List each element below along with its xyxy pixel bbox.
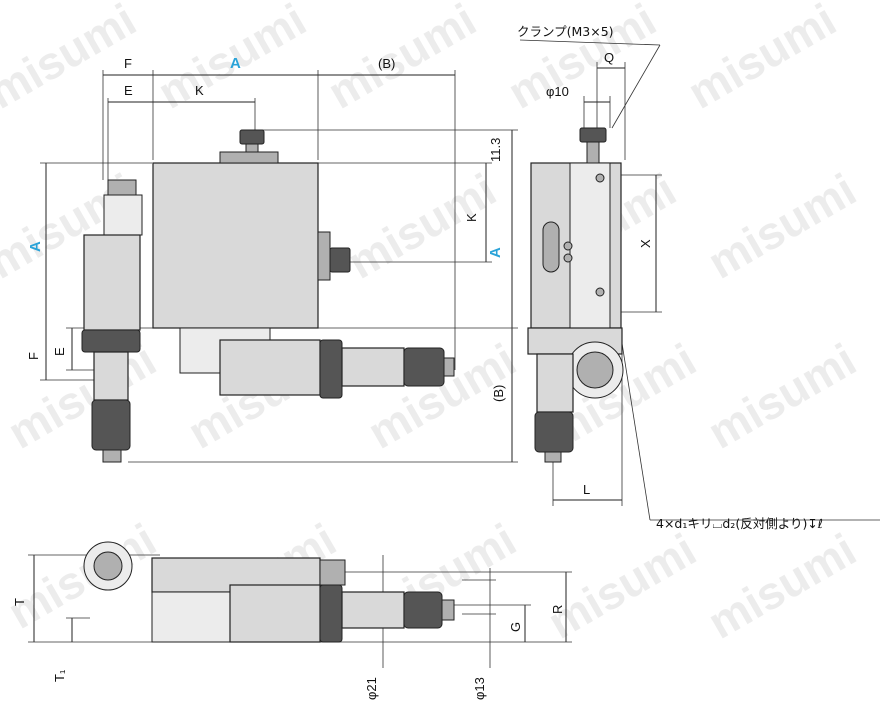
bottom-view xyxy=(28,541,572,668)
dim-label-a-left: A xyxy=(27,241,44,252)
watermark-text: misumi xyxy=(699,333,864,459)
dim-label-f-left: F xyxy=(26,352,41,360)
dim-label-a-right: A xyxy=(487,247,504,258)
dim-label-a-top: A xyxy=(230,55,241,72)
dim-label-phi21: φ21 xyxy=(364,677,379,700)
dim-label-g: G xyxy=(508,622,523,632)
hole-note-label: 4×d₁キリ⌴d₂(反対側より)↧ℓ xyxy=(656,516,823,531)
dim-label-f-top: F xyxy=(124,56,132,71)
dim-label-r: R xyxy=(550,605,565,614)
dim-label-t1: T₁ xyxy=(52,669,67,682)
dim-label-11-3: 11.3 xyxy=(488,138,503,162)
dim-label-phi10: φ10 xyxy=(546,84,569,99)
watermark-text: misumi xyxy=(319,0,484,119)
dim-label-b-top: (B) xyxy=(378,56,395,71)
front-view xyxy=(40,70,518,463)
watermark-text: misumi xyxy=(0,333,164,459)
dim-label-b-right: (B) xyxy=(491,385,506,402)
watermark-text: misumi xyxy=(0,0,144,119)
watermark-text: misumi xyxy=(679,0,844,119)
side-view xyxy=(519,39,880,521)
dim-label-e-left: E xyxy=(52,347,67,356)
clamp-label: クランプ(M3×5) xyxy=(517,24,614,39)
watermark-text: misumi xyxy=(699,163,864,289)
dim-label-phi13: φ13 xyxy=(472,677,487,700)
dim-label-k-right: K xyxy=(464,213,479,222)
watermark-text: misumi xyxy=(699,523,864,649)
dim-label-q: Q xyxy=(604,50,614,65)
watermark-text: misumi xyxy=(499,0,664,119)
watermark-text: misumi xyxy=(539,523,704,649)
watermark-text: misumi xyxy=(339,163,504,289)
dim-label-e-top: E xyxy=(124,83,133,98)
dim-label-k-top: K xyxy=(195,83,204,98)
dim-label-l: L xyxy=(583,482,590,497)
watermark-text: misumi xyxy=(0,513,164,639)
dim-label-t: T xyxy=(12,598,27,606)
dim-label-x: X xyxy=(638,239,653,248)
